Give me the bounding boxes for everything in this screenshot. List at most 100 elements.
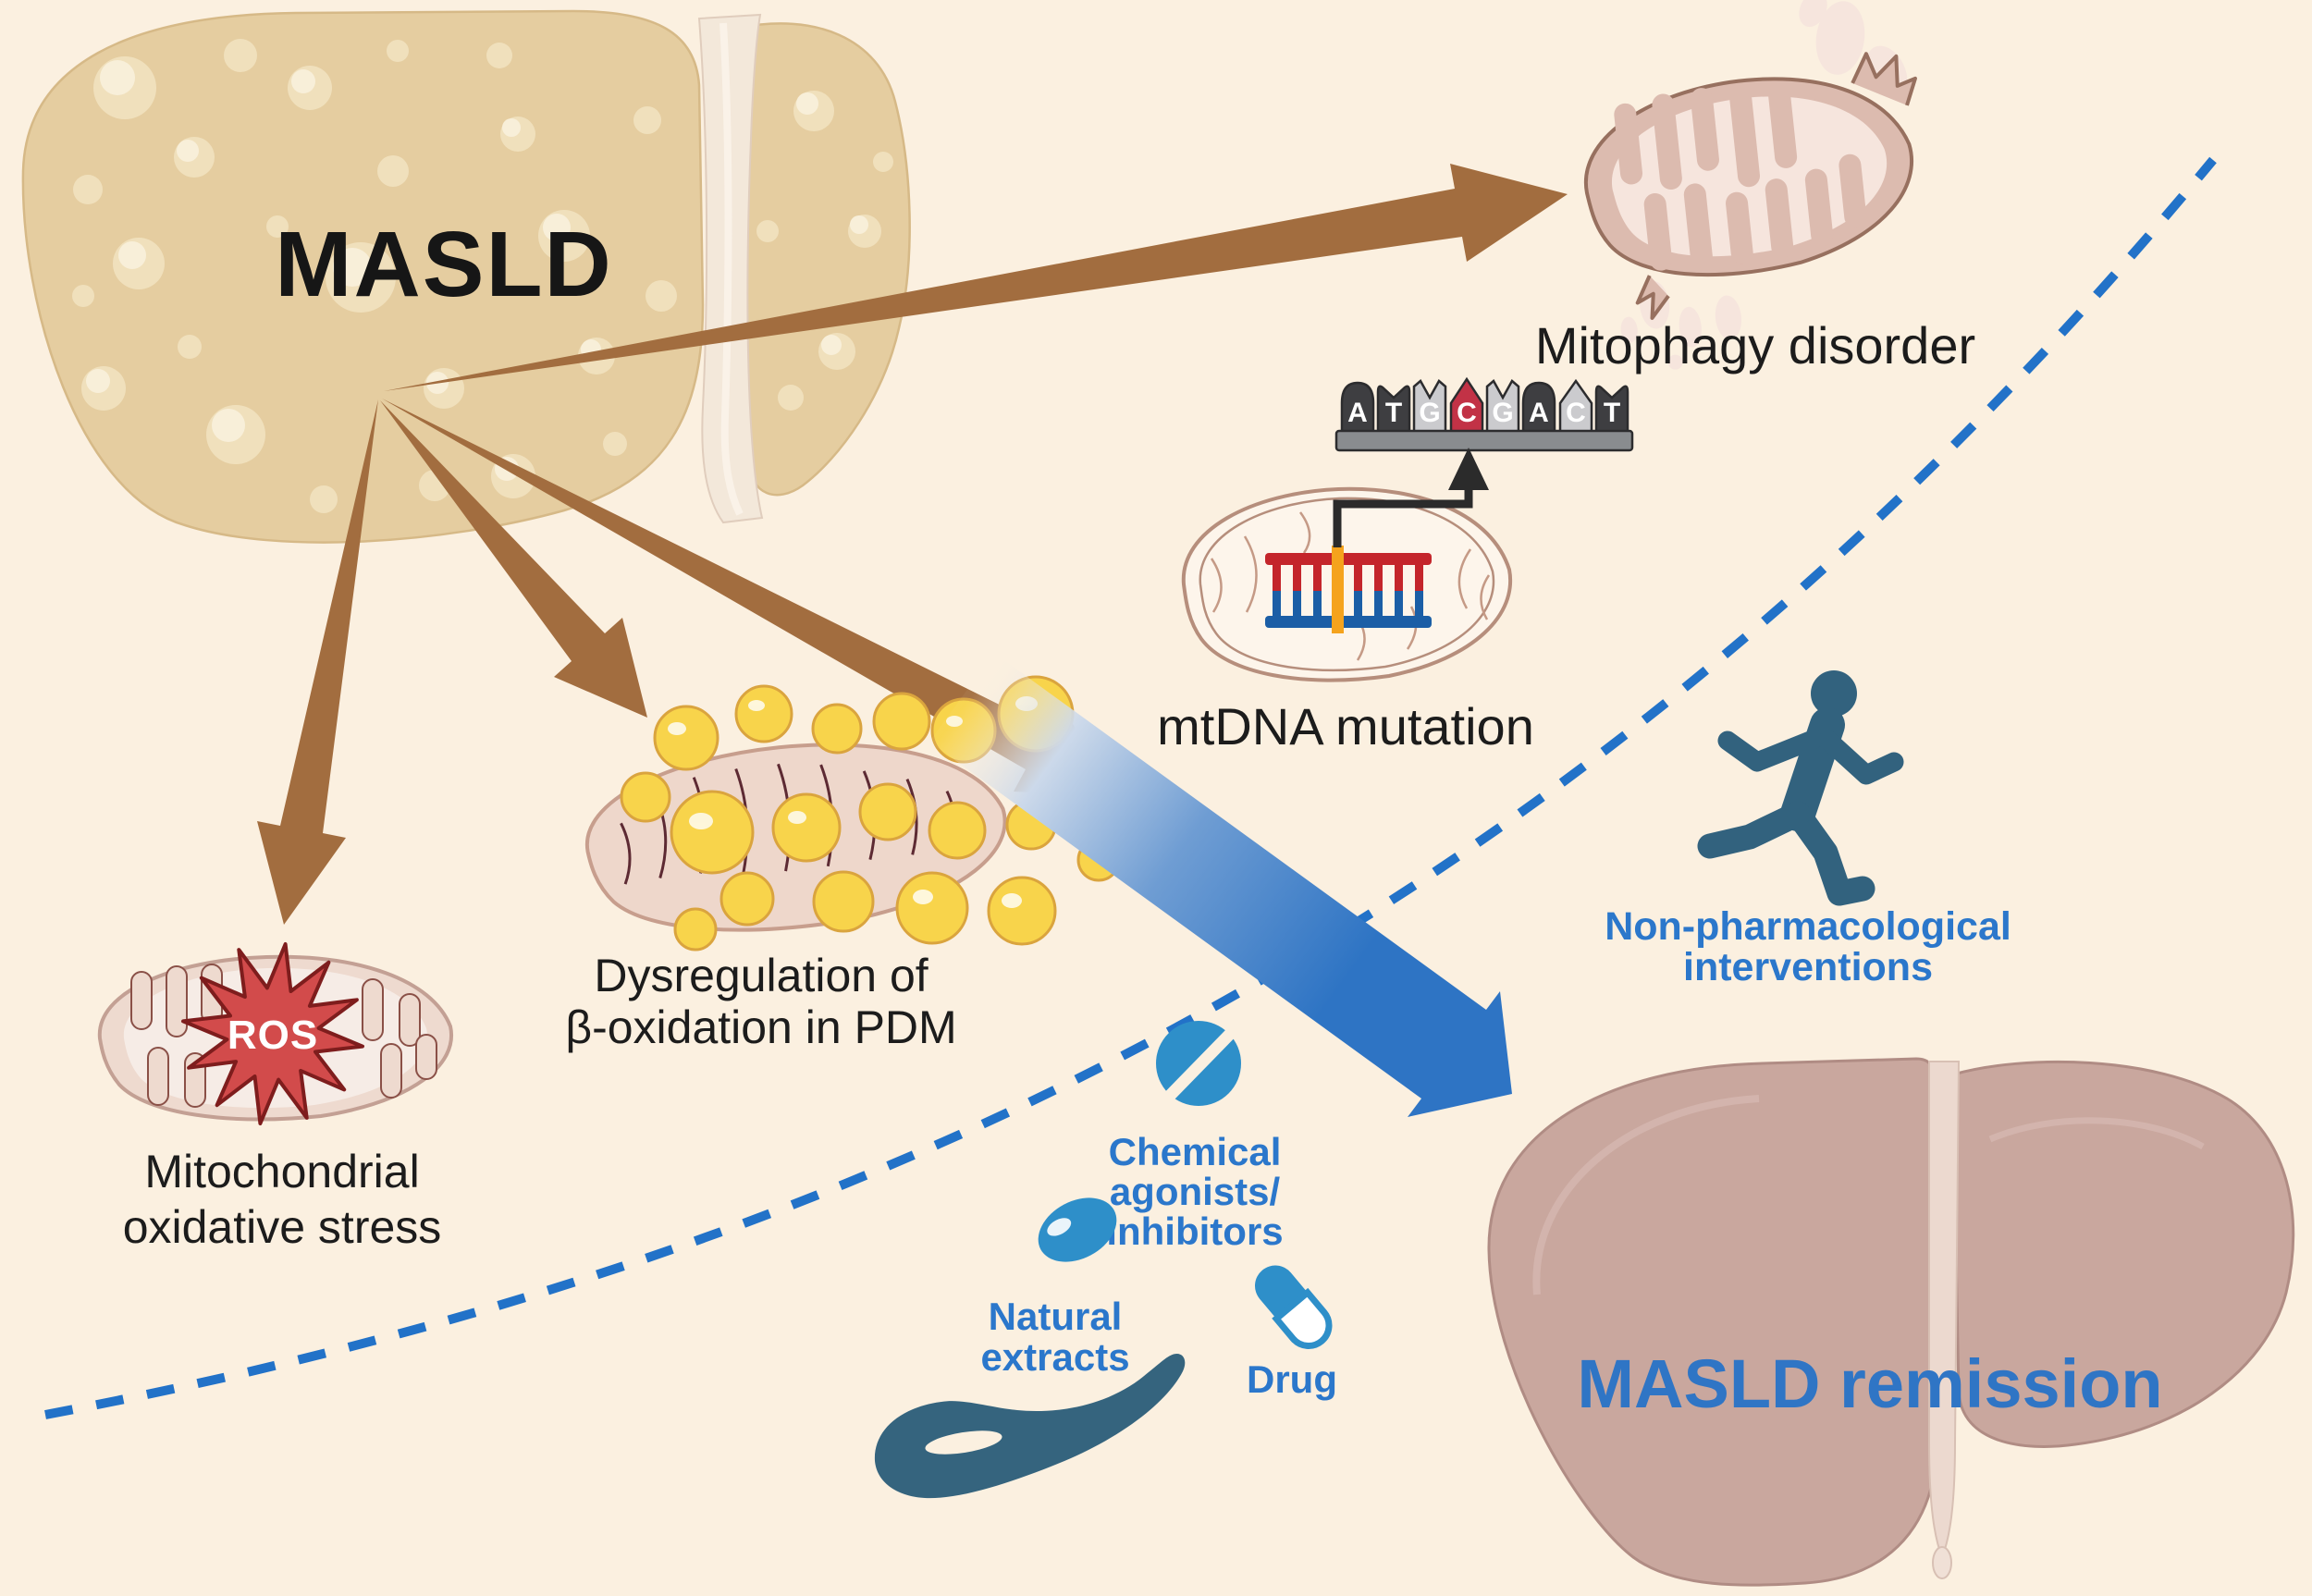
oxidative-stress-label-line1: Mitochondrial: [144, 1146, 419, 1197]
dna-block-T1: [1376, 385, 1411, 435]
mitophagy-broken-membrane: [1635, 52, 1917, 320]
liver-ligament-highlight: [719, 22, 744, 516]
capsule-bottom-half: [1272, 1287, 1333, 1349]
fatty-liver-illustration: [21, 9, 911, 544]
mutated-rung-orange: [1332, 546, 1344, 633]
natural-extracts-label-line1: Natural: [989, 1295, 1123, 1338]
dna-block-A1: [1340, 381, 1375, 435]
dna-bottom-strand: [1265, 616, 1432, 628]
mtdna-mutation-illustration: A T G C G A C T: [1181, 376, 1634, 682]
dna-block-G2: [1485, 379, 1520, 435]
mtdna-mitochondrion: [1181, 486, 1513, 682]
chemical-label-line3: inhibitors: [1106, 1209, 1283, 1253]
runner-icon: [1697, 670, 1904, 906]
healthy-liver-highlight-right: [1988, 1117, 2205, 1150]
mutated-site-top: [1332, 551, 1344, 566]
dna-rung-lower: [1415, 591, 1423, 616]
tablet-icon: [1156, 1021, 1241, 1107]
healthy-liver-right-lobe: [1951, 1060, 2295, 1448]
mtdna-ladder: [1265, 546, 1432, 633]
oxidative-stress-illustration: ROS: [97, 942, 454, 1125]
non-pharmacological-label-line2: interventions: [1683, 945, 1933, 989]
dna-letter-3: G: [1419, 398, 1440, 428]
dna-letter-4: C: [1457, 398, 1477, 428]
dna-rung-lower: [1293, 591, 1301, 616]
oxidative-stress-label-line2: oxidative stress: [123, 1201, 442, 1253]
softgel-highlight: [1047, 1218, 1072, 1236]
mtdna-mito-outer: [1181, 486, 1513, 682]
hand-shape: [874, 1353, 1186, 1499]
dna-top-strand: [1265, 553, 1432, 565]
diseased-liver-label: MASLD: [275, 213, 613, 316]
dna-rung: [1415, 565, 1423, 616]
dna-block-G1: [1412, 379, 1447, 435]
runner-head: [1811, 670, 1857, 717]
dna-block-T2: [1594, 385, 1629, 435]
capsule-top-half: [1255, 1265, 1308, 1320]
dna-sequence-letters: A T G C G A C T: [1347, 398, 1620, 428]
mitophagy-cristae: [1614, 83, 1867, 271]
softgel-body: [1038, 1197, 1117, 1262]
dna-rung-lower: [1374, 591, 1383, 616]
progression-arrows: [257, 164, 1568, 925]
runner-front-leg: [1785, 801, 1875, 906]
runner-back-leg: [1697, 801, 1811, 859]
dna-block-A2: [1521, 381, 1556, 435]
mutated-site-bottom: [1332, 614, 1344, 629]
remission-boundary-dashed-curve: [44, 156, 2217, 1419]
dna-letter-6: A: [1529, 398, 1549, 428]
ros-star-shape: [181, 942, 364, 1125]
healthy-liver-round-ligament: [1932, 1546, 1952, 1579]
mitophagy-label: Mitophagy disorder: [1535, 316, 1975, 374]
hand-thumb-gap: [925, 1430, 1002, 1455]
tablet-score-line: [1159, 1024, 1240, 1107]
hand-icon: [874, 1353, 1186, 1499]
drug-label: Drug: [1247, 1357, 1337, 1401]
natural-extracts-label-line2: extracts: [980, 1335, 1129, 1379]
mitophagy-disorder-illustration: [1583, 0, 1917, 370]
mtdna-label: mtDNA mutation: [1157, 697, 1534, 755]
lipid-droplet-highlights: [668, 696, 1038, 908]
runner-back-arm: [1717, 730, 1823, 772]
ros-starburst: ROS: [181, 942, 364, 1125]
mtdna-mito-inner-membrane: [1199, 497, 1495, 671]
healthy-liver-left-lobe: [1487, 1057, 1938, 1587]
capsule-icon: [1255, 1265, 1333, 1349]
ros-badge-label: ROS: [228, 1013, 318, 1058]
dna-rung: [1293, 565, 1301, 616]
softgel-icon: [1038, 1197, 1117, 1262]
arrow-to-oxidative-stress: [257, 399, 378, 925]
dna-rung: [1313, 565, 1322, 616]
dna-rung: [1395, 565, 1403, 616]
dna-sequence-bar: [1334, 429, 1634, 452]
dna-letter-7: C: [1566, 398, 1586, 428]
dna-letter-8: T: [1604, 398, 1620, 428]
remission-transition-arrow: [929, 653, 1512, 1117]
dna-sequence-strip: [1334, 376, 1634, 452]
dna-rung: [1374, 565, 1383, 616]
beta-oxidation-label-line1: Dysregulation of: [594, 950, 928, 1001]
runner-front-arm: [1815, 728, 1904, 785]
dna-rung-lower: [1273, 591, 1281, 616]
beta-oxidation-label-line2: β-oxidation in PDM: [565, 1001, 956, 1053]
dna-letter-5: G: [1492, 398, 1513, 428]
healthy-liver-highlight-left: [1532, 1095, 1760, 1295]
dna-rung-lower: [1395, 591, 1403, 616]
dna-rung-lower: [1354, 591, 1362, 616]
mutation-callout-arrowhead: [1448, 448, 1489, 490]
remission-liver-label: MASLD remission: [1577, 1345, 2162, 1422]
dna-rung-lower: [1313, 591, 1322, 616]
chemical-label-line1: Chemical: [1109, 1130, 1282, 1173]
healthy-liver-illustration: [1487, 1057, 2295, 1587]
mtdna-mito-cristae: [1210, 511, 1491, 661]
arrow-to-mtdna: [382, 399, 1126, 797]
dna-rung: [1273, 565, 1281, 616]
healthy-liver-ligament: [1928, 1061, 1961, 1560]
dna-letter-2: T: [1385, 398, 1402, 428]
arrow-to-beta-oxidation: [380, 400, 647, 718]
non-pharmacological-label-line1: Non-pharmacological: [1605, 904, 2011, 949]
dna-letter-1: A: [1347, 398, 1368, 428]
chemical-label-line2: agonists/: [1110, 1170, 1281, 1213]
